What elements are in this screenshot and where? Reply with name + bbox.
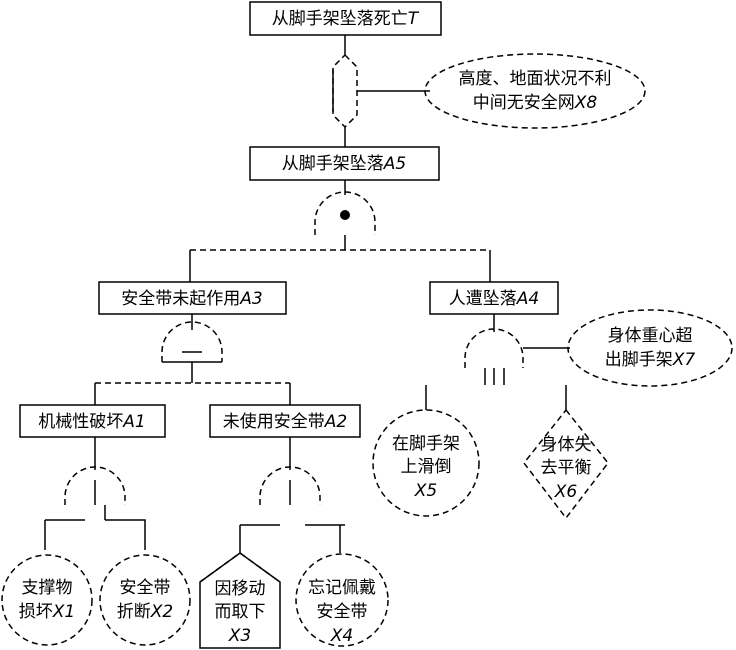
and-gate-a5 (314, 191, 376, 235)
event-a5-label: 从脚手架坠落A5 (282, 154, 406, 174)
x7-line2: 出脚手架X7 (605, 350, 696, 370)
x1-line2: 损坏X1 (19, 602, 75, 622)
x6-line1: 身体失 (541, 435, 592, 455)
event-a4-label: 人遭坠落A4 (449, 289, 539, 309)
x6-line2: 去平衡 (541, 458, 592, 478)
event-a3-box (98, 281, 287, 315)
x5-line1: 在脚手架 (392, 434, 460, 454)
top-event-label: 从脚手架坠落死亡T (272, 9, 420, 29)
x6-code: X6 (554, 482, 578, 502)
connector-gate-x2 (105, 519, 146, 550)
x3-code: X3 (228, 626, 251, 646)
gate-a3 (161, 321, 223, 362)
and-gate-dot (340, 210, 350, 220)
basic-x5-circle (372, 409, 480, 517)
x1-line1: 支撑物 (22, 578, 73, 598)
x2-line2: 折断X2 (117, 602, 173, 622)
basic-x6-diamond (523, 408, 609, 520)
basic-x3-roof (199, 552, 281, 583)
event-a1-box (19, 404, 166, 438)
x4-line1: 忘记佩戴 (308, 578, 376, 598)
x3-line2: 而取下 (215, 602, 266, 622)
x8-line2: 中间无安全网X8 (473, 93, 598, 113)
x2-line1: 安全带 (120, 578, 171, 598)
event-a3-label: 安全带未起作用A3 (121, 289, 262, 309)
top-event-box (249, 1, 442, 36)
x8-line1: 高度、地面状况不利 (459, 69, 612, 89)
x3-line1: 因移动 (215, 579, 266, 599)
x5-line2: 上滑倒 (401, 457, 452, 477)
x5-code: X5 (414, 481, 437, 501)
x4-line2: 安全带 (317, 602, 368, 622)
x4-code: X4 (330, 626, 353, 646)
basic-x1-circle (1, 554, 93, 646)
event-a2-box (209, 404, 361, 438)
condition-x8-ellipse (424, 53, 646, 129)
basic-x2-circle (99, 554, 191, 646)
and-gate-a4 (464, 328, 524, 368)
event-a2-label: 未使用安全带A2 (223, 411, 347, 432)
basic-x4-circle (295, 553, 389, 647)
or-gate-a2 (259, 466, 321, 505)
inhibit-gate (332, 53, 358, 129)
or-gate-a1 (64, 466, 126, 505)
basic-x7-ellipse (567, 309, 733, 387)
event-a1-label: 机械性破坏A1 (38, 412, 145, 432)
event-a4-box (429, 281, 559, 315)
x7-line1: 身体重心超 (608, 326, 693, 346)
